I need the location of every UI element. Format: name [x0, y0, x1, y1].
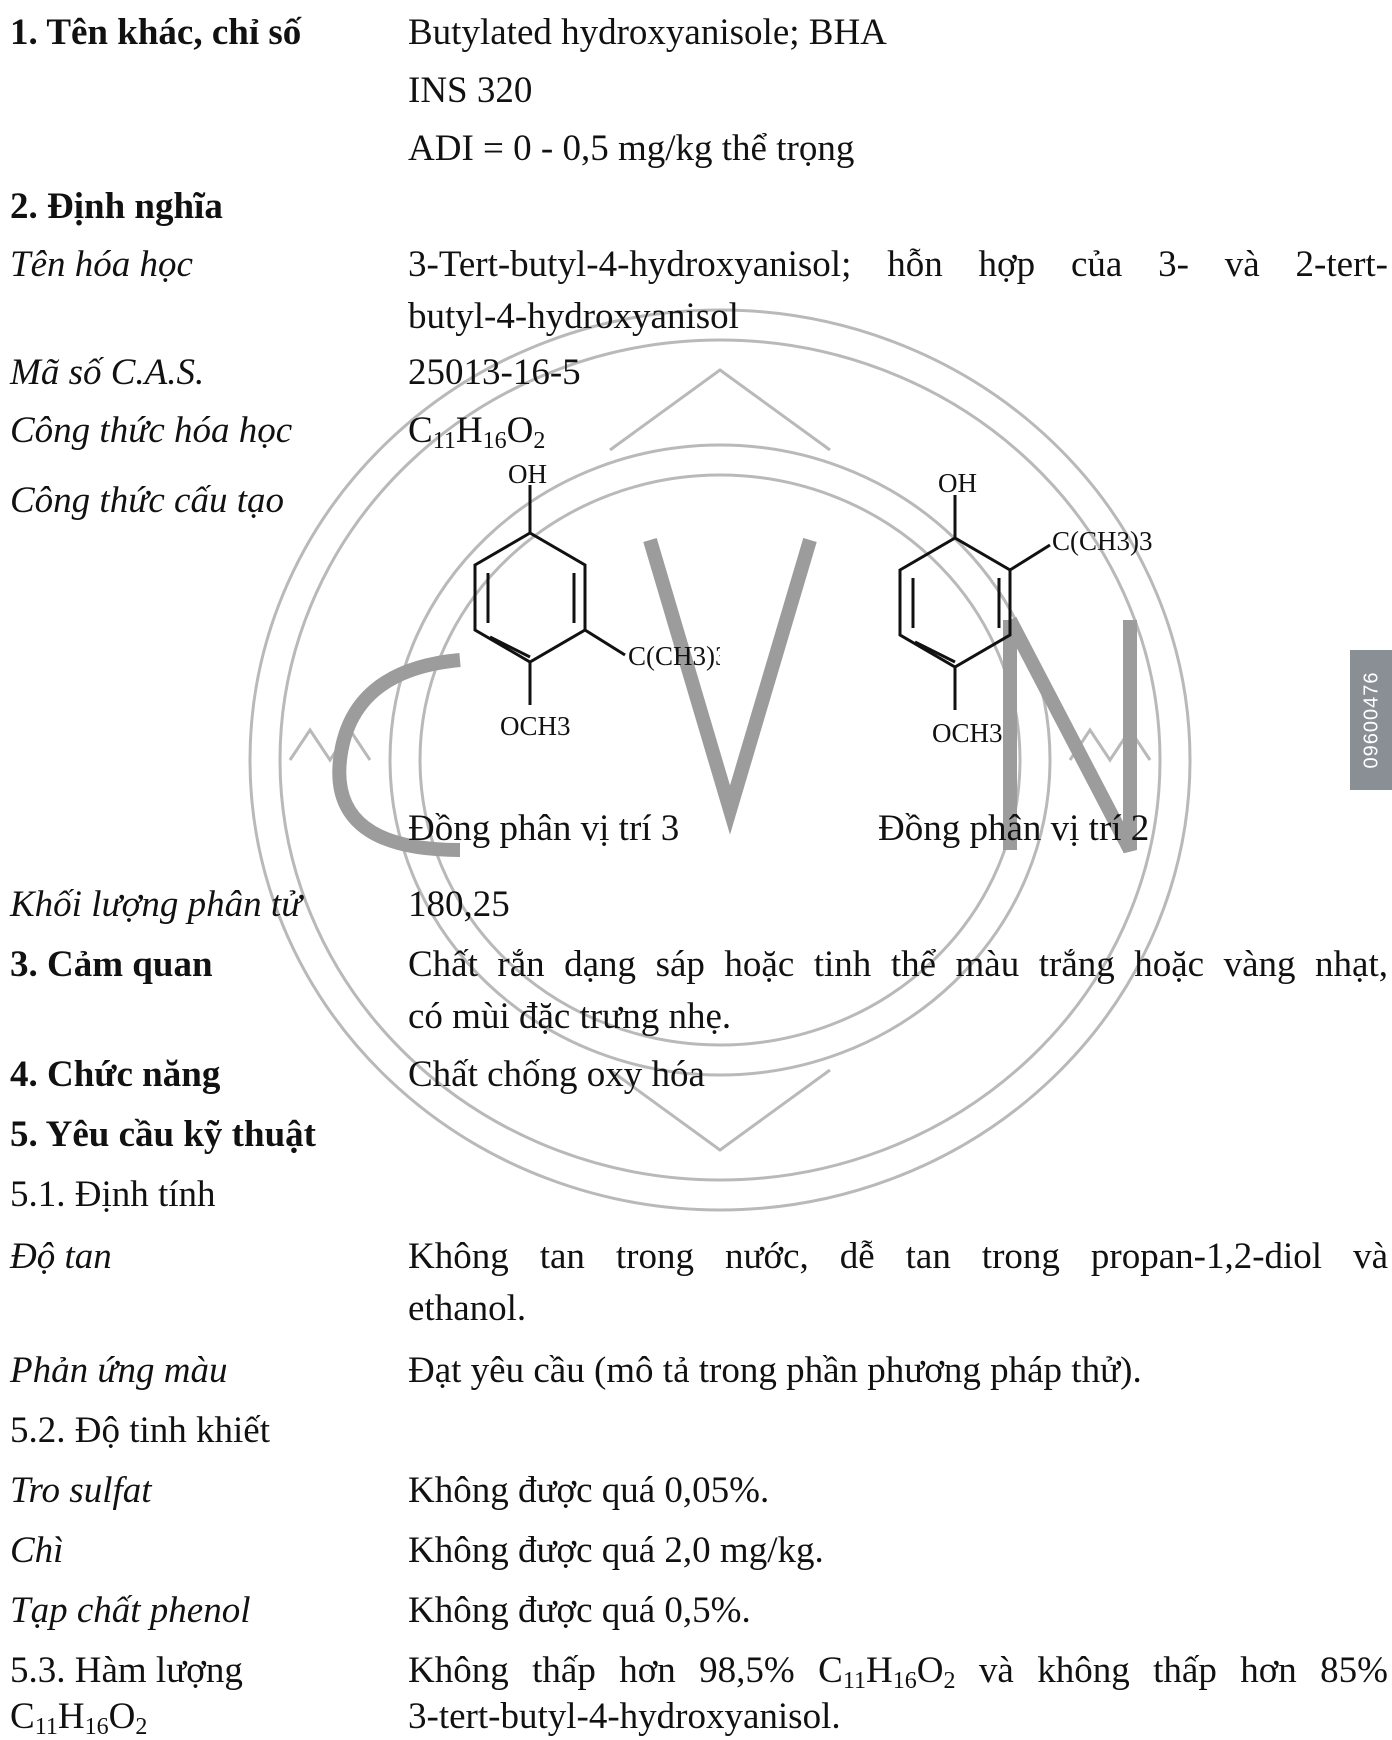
lead-label: Chì [10, 1530, 64, 1571]
other-name-value: Butylated hydroxyanisole; BHA [408, 12, 887, 53]
assay-value-line2: 3-tert-butyl-4-hydroxyanisol. [408, 1696, 841, 1737]
isomer-3-tbutyl-label: C(CH3)3 [628, 641, 720, 671]
isomer-3-structure: OH OCH3 C(CH3)3 [473, 465, 720, 741]
watermark-seal-icon [248, 308, 1192, 1212]
section-4-heading: 4. Chức năng [10, 1054, 221, 1095]
isomer-3-oh-label: OH [508, 465, 547, 489]
subsection-5-3-line1: 5.3. Hàm lượng [10, 1650, 243, 1691]
chem-name-label: Tên hóa học [10, 244, 193, 285]
solubility-label: Độ tan [10, 1236, 112, 1277]
assay-value-line1: Không thấp hơn 98,5% C11H16O2 và không t… [408, 1650, 1389, 1694]
adi-value: ADI = 0 - 0,5 mg/kg thể trọng [408, 128, 855, 169]
phenol-label: Tạp chất phenol [10, 1590, 251, 1631]
cas-value: 25013-16-5 [408, 352, 581, 393]
subsection-5-2: 5.2. Độ tinh khiết [10, 1410, 271, 1451]
section-5-heading: 5. Yêu cầu kỹ thuật [10, 1114, 316, 1155]
isomer-2-caption: Đồng phân vị trí 2 [878, 808, 1150, 849]
color-reaction-label: Phản ứng màu [10, 1350, 228, 1391]
sulfate-ash-value: Không được quá 0,05%. [408, 1470, 770, 1511]
isomer-3-och3-label: OCH3 [500, 711, 571, 741]
ins-value: INS 320 [408, 70, 533, 111]
function-value: Chất chống oxy hóa [408, 1054, 705, 1095]
solubility-value-line1: Không tan trong nước, dễ tan trong propa… [408, 1236, 1388, 1277]
side-id-tag: 09600476 [1350, 650, 1392, 790]
sensory-value-line2: có mùi đặc trưng nhẹ. [408, 996, 732, 1037]
subsection-5-1: 5.1. Định tính [10, 1174, 216, 1215]
structure-label: Công thức cấu tạo [10, 480, 285, 521]
formula-value: C11H16O2 [408, 410, 546, 454]
section-1-heading: 1. Tên khác, chỉ số [10, 12, 302, 53]
isomer-2-oh-label: OH [938, 470, 977, 498]
isomer-2-structure: OH OCH3 C(CH3)3 [898, 470, 1153, 748]
sulfate-ash-label: Tro sulfat [10, 1470, 152, 1511]
isomer-3-caption: Đồng phân vị trí 3 [408, 808, 680, 849]
cas-label: Mã số C.A.S. [10, 352, 205, 393]
mw-label: Khối lượng phân tử [10, 884, 302, 925]
chem-name-value-line1: 3-Tert-butyl-4-hydroxyanisol; hỗn hợp củ… [408, 244, 1388, 285]
formula-label: Công thức hóa học [10, 410, 293, 451]
phenol-value: Không được quá 0,5%. [408, 1590, 751, 1631]
subsection-5-3-formula: C11H16O2 [10, 1696, 148, 1740]
chem-name-value-line2: butyl-4-hydroxyanisol [408, 296, 739, 337]
section-2-heading: 2. Định nghĩa [10, 186, 223, 227]
mw-value: 180,25 [408, 884, 510, 925]
lead-value: Không được quá 2,0 mg/kg. [408, 1530, 824, 1571]
section-3-heading: 3. Cảm quan [10, 944, 213, 985]
color-reaction-value: Đạt yêu cầu (mô tả trong phần phương phá… [408, 1350, 1142, 1391]
solubility-value-line2: ethanol. [408, 1288, 527, 1329]
isomer-2-och3-label: OCH3 [932, 718, 1003, 748]
sensory-value-line1: Chất rắn dạng sáp hoặc tinh thể màu trắn… [408, 944, 1388, 985]
isomer-2-tbutyl-label: C(CH3)3 [1052, 526, 1153, 556]
